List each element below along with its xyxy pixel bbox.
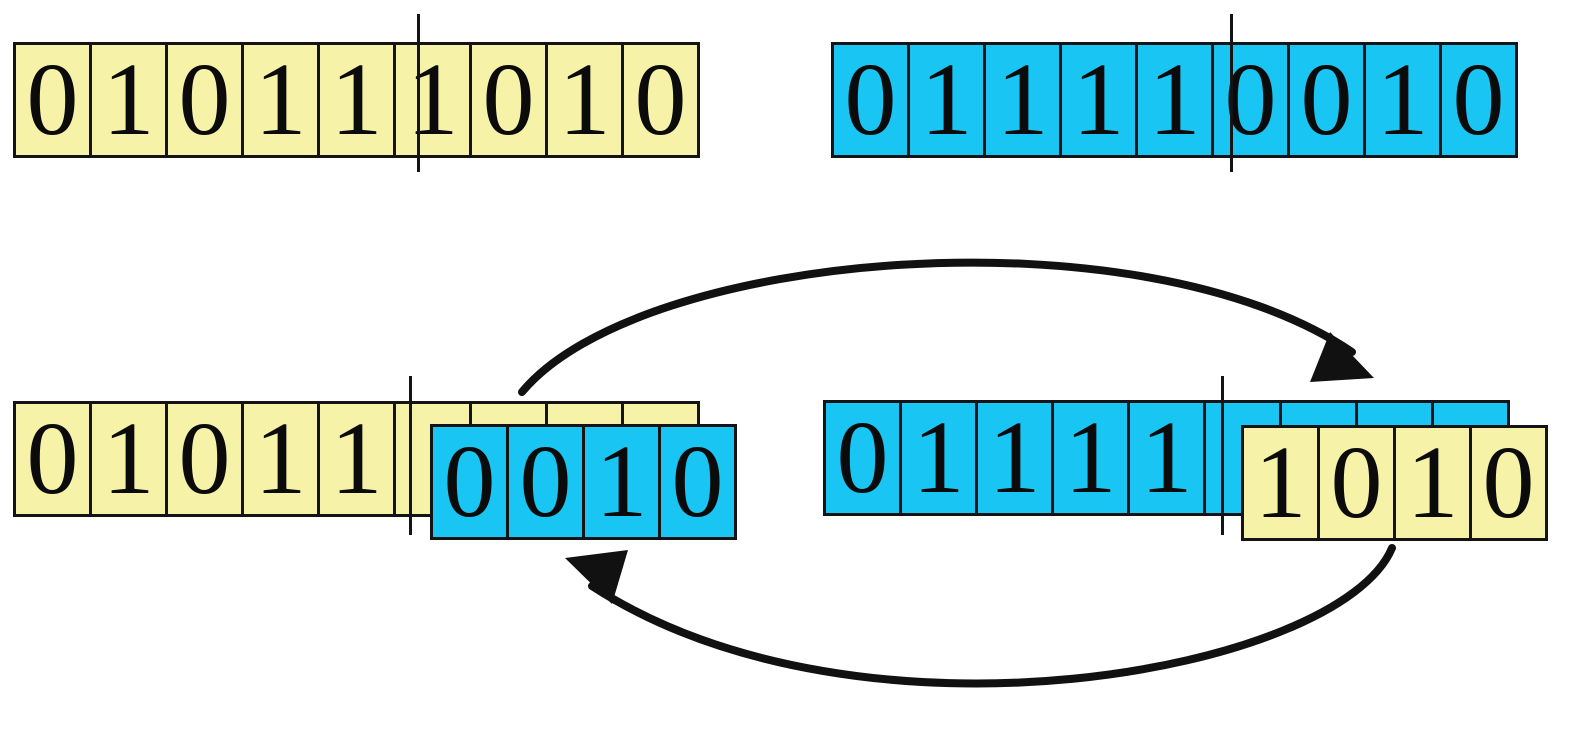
swap-arrow-right-to-left-icon: [565, 544, 1396, 688]
gene-cell: 0: [658, 424, 737, 540]
gene-cell: 1: [1059, 42, 1138, 158]
gene-cell: 0: [506, 424, 585, 540]
child-a-crossed-tail: 0 0 1 0: [430, 424, 737, 540]
gene-cell: 1: [975, 400, 1054, 516]
gene-cell: 0: [831, 42, 910, 158]
gene-cell: 0: [469, 42, 548, 158]
child-b-crossed-tail: 1 0 1 0: [1241, 425, 1548, 541]
crossover-point-marker: [417, 14, 420, 172]
crossover-point-marker: [1221, 376, 1224, 535]
gene-cell: 1: [89, 42, 168, 158]
gene-cell: 1: [907, 42, 986, 158]
gene-cell: 0: [13, 42, 92, 158]
gene-cell: 1: [241, 401, 320, 517]
crossover-point-marker: [1230, 14, 1233, 172]
gene-cell: 1: [545, 42, 624, 158]
gene-cell: 1: [983, 42, 1062, 158]
gene-cell: 0: [430, 424, 509, 540]
gene-cell: 0: [621, 42, 700, 158]
crossover-point-marker: [409, 376, 412, 535]
gene-cell: 1: [241, 42, 320, 158]
gene-cell: 0: [13, 401, 92, 517]
gene-cell: 0: [1287, 42, 1366, 158]
gene-cell: 1: [1135, 42, 1214, 158]
gene-cell: 1: [1127, 400, 1206, 516]
gene-cell: 1: [317, 42, 396, 158]
gene-cell: 0: [165, 401, 244, 517]
parent-a-chromosome: 0 1 0 1 1 1 0 1 0: [13, 42, 700, 158]
gene-cell: 0: [1317, 425, 1396, 541]
gene-cell: 1: [1363, 42, 1442, 158]
gene-cell: 1: [393, 42, 472, 158]
gene-cell: 0: [1211, 42, 1290, 158]
gene-cell: 0: [823, 400, 902, 516]
gene-cell: 0: [1469, 425, 1548, 541]
gene-cell: 1: [89, 401, 168, 517]
gene-cell: 1: [1051, 400, 1130, 516]
gene-cell: 0: [165, 42, 244, 158]
swap-arrow-left-to-right-icon: [518, 258, 1374, 396]
gene-cell: 1: [317, 401, 396, 517]
gene-cell: 1: [1241, 425, 1320, 541]
gene-cell: 1: [1393, 425, 1472, 541]
gene-cell: 1: [899, 400, 978, 516]
parent-b-chromosome: 0 1 1 1 1 0 0 1 0: [831, 42, 1518, 158]
gene-cell: 0: [1439, 42, 1518, 158]
gene-cell: 1: [582, 424, 661, 540]
